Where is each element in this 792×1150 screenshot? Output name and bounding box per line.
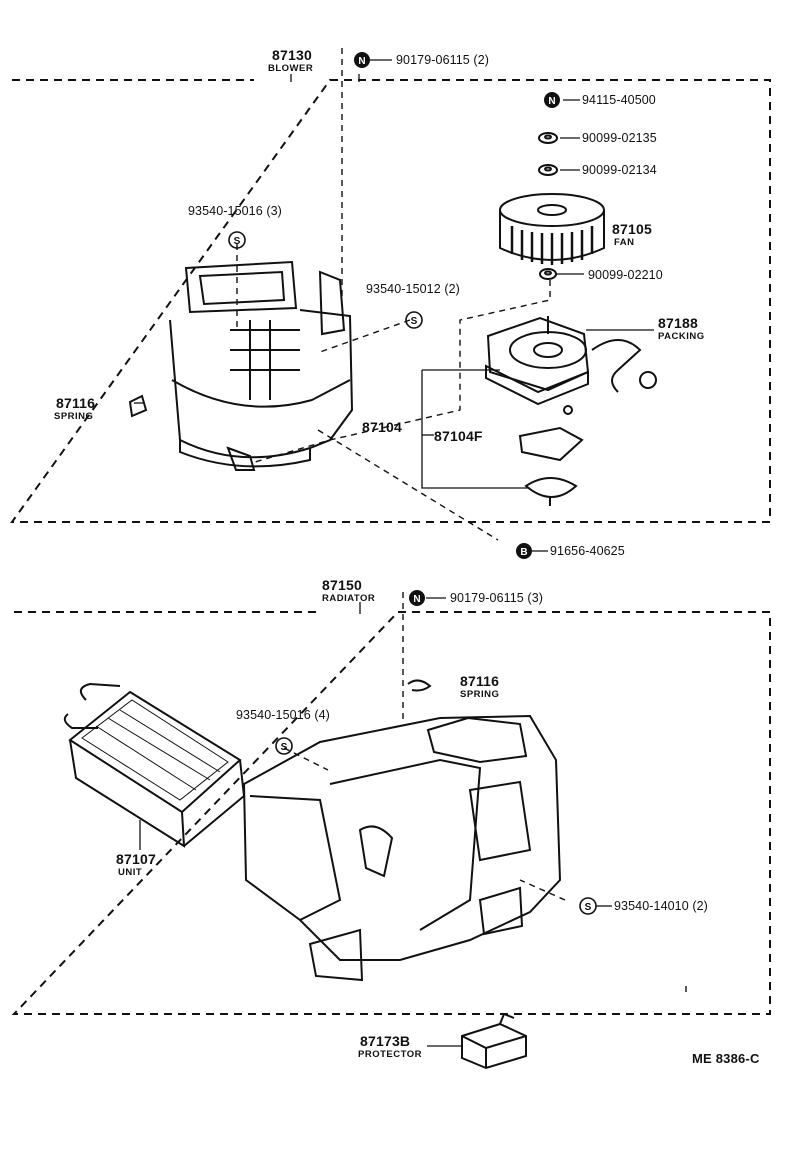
blower-housing-drawing: [169, 260, 354, 471]
symbol-s-icon: [228, 231, 597, 915]
part-label: 90179-06115 (2): [396, 53, 490, 67]
part-label: 90179-06115 (3): [450, 591, 544, 605]
part-label: 93540-14010 (2): [614, 899, 708, 913]
heater-core-drawing: [63, 682, 246, 848]
packing-name: PACKING: [658, 331, 705, 342]
part-label: 87104: [362, 419, 402, 435]
svg-text:S: S: [281, 742, 288, 753]
part-label: 93540-15012 (2): [366, 282, 460, 296]
motor-drawing: [485, 316, 657, 506]
part-label: 90099-02134: [582, 163, 657, 177]
symbol-b-icon: B: [516, 543, 532, 559]
reference-code: ME 8386-C: [692, 1051, 760, 1066]
fan-part-no: 87105: [612, 221, 652, 237]
spring-part-no: 87116: [56, 395, 96, 411]
part-label: 87104F: [434, 428, 483, 444]
spring-name: SPRING: [460, 689, 500, 700]
spring-clip-icon: [128, 394, 432, 692]
spring-part-no: 87116: [460, 673, 500, 689]
part-label: 93540-15016 (3): [188, 204, 282, 218]
leader-lines: [236, 48, 687, 996]
washer-icon: [538, 132, 558, 280]
svg-text:N: N: [548, 96, 555, 107]
protector-drawing: [461, 1012, 527, 1070]
radiator-housing-drawing: [242, 714, 562, 982]
symbol-n-icon: N: [354, 52, 370, 68]
radiator-name: RADIATOR: [322, 593, 376, 604]
blower-frame: [10, 79, 771, 523]
blower-name: BLOWER: [268, 63, 314, 74]
part-label: 91656-40625: [550, 544, 625, 558]
unit-part-no: 87107: [116, 851, 156, 867]
symbol-n-icon: N: [409, 590, 425, 606]
svg-text:S: S: [411, 316, 418, 327]
fan-name: FAN: [614, 237, 635, 248]
part-label: 90099-02210: [588, 268, 663, 282]
radiator-frame: [11, 611, 771, 1015]
unit-name: UNIT: [118, 867, 143, 878]
svg-text:S: S: [585, 902, 592, 913]
protector-part-no: 87173B: [360, 1033, 411, 1049]
svg-text:B: B: [520, 547, 527, 558]
svg-text:N: N: [413, 594, 420, 605]
part-label: 90099-02135: [582, 131, 657, 145]
packing-part-no: 87188: [658, 315, 698, 331]
fan-drawing: [499, 193, 605, 265]
symbol-n-icon: N: [544, 92, 560, 108]
svg-text:S: S: [234, 236, 241, 247]
svg-text:N: N: [358, 56, 365, 67]
spring-name: SPRING: [54, 411, 94, 422]
protector-name: PROTECTOR: [358, 1049, 422, 1060]
radiator-part-no: 87150: [322, 577, 362, 593]
part-label: 93540-15016 (4): [236, 708, 330, 722]
part-label: 94115-40500: [582, 93, 656, 107]
blower-part-no: 87130: [272, 47, 312, 63]
